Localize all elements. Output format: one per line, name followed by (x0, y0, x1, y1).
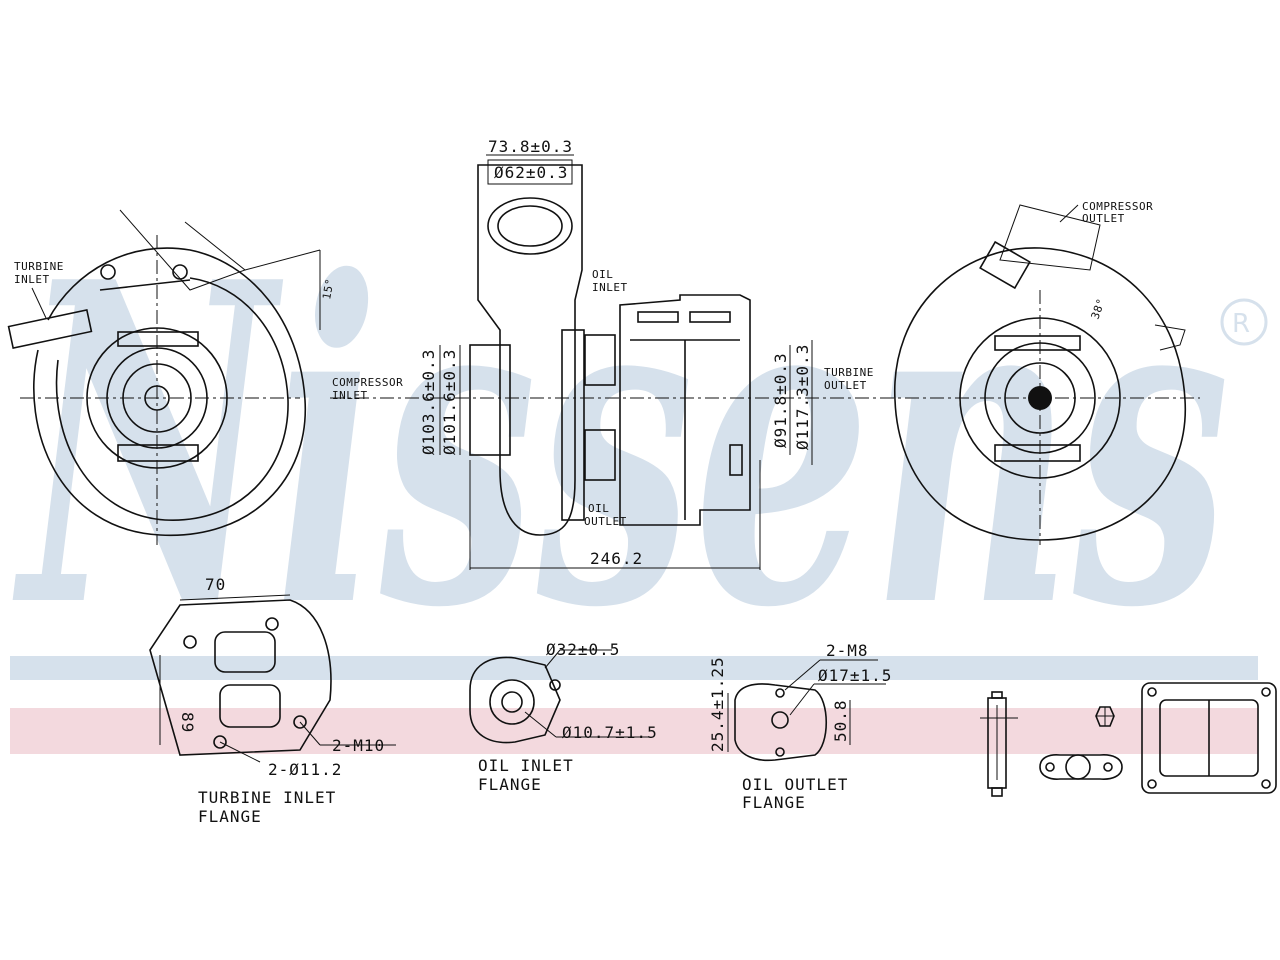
watermark-band-pink (10, 708, 1258, 754)
turbine-outlet-label-1: TURBINE (824, 366, 874, 379)
oil-inlet-dia-inner: Ø10.7±1.5 (562, 723, 658, 742)
dim-dia-91: Ø91.8±0.3 (771, 352, 790, 448)
angle-15-label: 15° (320, 277, 337, 300)
oil-inlet-label-2: INLET (592, 281, 628, 294)
compressor-inlet-label-1: COMPRESSOR (332, 376, 403, 389)
oil-outlet-spacing: 25.4±1.25 (708, 656, 727, 752)
turbine-flange-height: 89 (178, 712, 197, 733)
dim-dia-117: Ø117.3±0.3 (793, 344, 812, 450)
oil-inlet-flange: Ø32±0.5 Ø10.7±1.5 OIL INLET FLANGE (469, 640, 658, 794)
oil-outlet-bolts: 2-M8 (826, 641, 869, 660)
turbine-inlet-label-2: INLET (14, 273, 50, 286)
oil-inlet-flange-label-2: FLANGE (478, 775, 542, 794)
turbine-outlet-label-2: OUTLET (824, 379, 867, 392)
turbo-side-view: 73.8±0.3 Ø62±0.3 246.2 Ø103.6±0.3 Ø101.6… (330, 137, 880, 570)
oil-outlet-flange-label-2: FLANGE (742, 793, 806, 812)
turbine-flange-holes: 2-Ø11.2 (268, 760, 342, 779)
oil-outlet-height: 50.8 (831, 699, 850, 742)
dim-dia-103: Ø103.6±0.3 (419, 349, 438, 455)
oil-outlet-flange-label-1: OIL OUTLET (742, 775, 848, 794)
turbine-flange-label-1: TURBINE INLET (198, 788, 336, 807)
turbine-flange-bolts: 2-M10 (332, 736, 385, 755)
dim-dia-101: Ø101.6±0.3 (440, 349, 459, 455)
oil-outlet-label-1: OIL (588, 502, 609, 515)
oil-outlet-label-2: OUTLET (584, 515, 627, 528)
compressor-outlet-label-1: COMPRESSOR (1082, 200, 1153, 213)
turbine-gasket-icon (1141, 682, 1277, 794)
turbine-flange-width: 70 (205, 575, 226, 594)
oil-outlet-dia: Ø17±1.5 (818, 666, 892, 685)
nut-icon (1095, 706, 1115, 727)
dim-width-top: 73.8±0.3 (488, 137, 573, 156)
dim-dia-top: Ø62±0.3 (494, 163, 568, 182)
turbine-inlet-label-1: TURBINE (14, 260, 64, 273)
watermark: Nissens R (10, 187, 1268, 754)
registered-mark-circle (1220, 298, 1268, 346)
registered-mark: R (1232, 309, 1250, 339)
compressor-inlet-label-2: INLET (332, 389, 368, 402)
stud-bolt-icon (980, 691, 1018, 797)
oil-inlet-dia-outer: Ø32±0.5 (546, 640, 620, 659)
compressor-outlet-label-2: OUTLET (1082, 212, 1125, 225)
compressor-end-view: COMPRESSOR OUTLET 38° (880, 200, 1200, 545)
turbine-flange-label-2: FLANGE (198, 807, 262, 826)
turbine-inlet-flange: 70 89 2-M10 2-Ø11.2 TURBINE INLET FLANGE (149, 575, 396, 826)
turbine-end-view: TURBINE INLET 15° (7, 209, 337, 545)
dim-length: 246.2 (590, 549, 643, 568)
accessories (980, 682, 1277, 797)
oil-inlet-flange-label-1: OIL INLET (478, 756, 574, 775)
oil-inlet-label-1: OIL (592, 268, 613, 281)
oil-gasket-icon (1039, 754, 1123, 780)
oil-outlet-flange: 25.4±1.25 50.8 2-M8 Ø17±1.5 OIL OUTLET F… (708, 641, 892, 812)
